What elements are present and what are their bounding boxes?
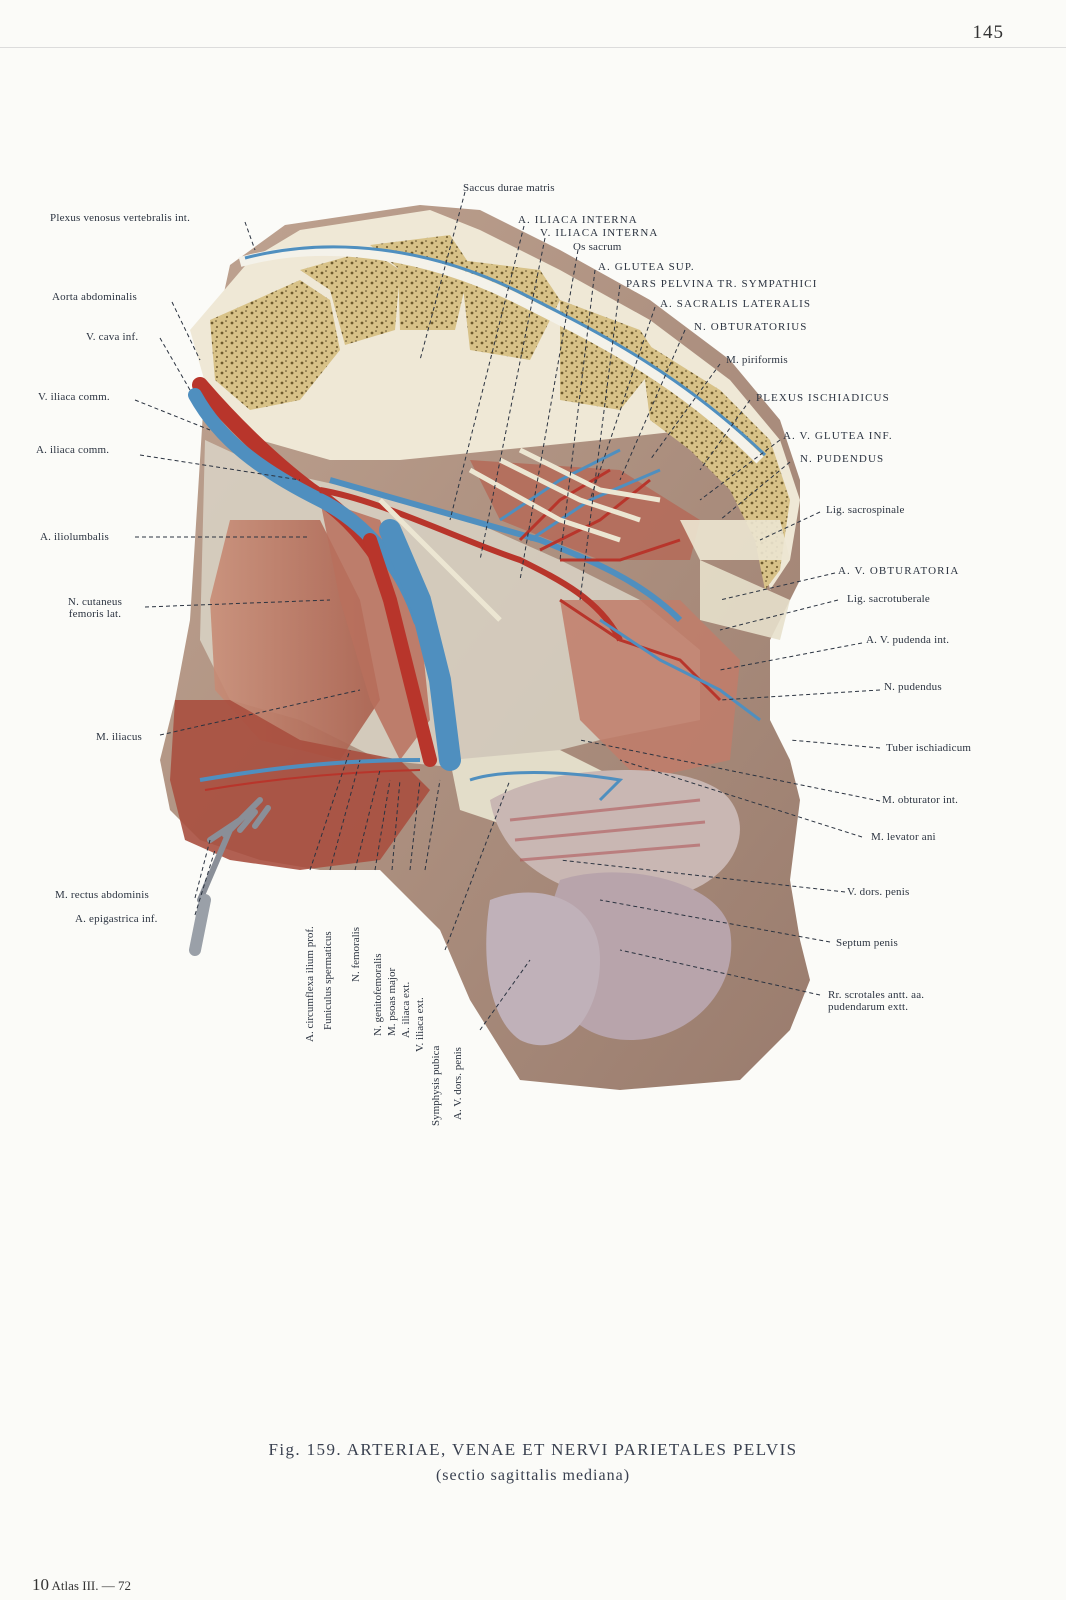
vertebral-bodies <box>210 235 660 410</box>
label-tuber-ischiadicum: Tuber ischiadicum <box>886 742 972 754</box>
label-a-v-pudenda-int: A. V. pudenda int. <box>866 634 950 646</box>
label-m-levator-ani: M. levator ani <box>871 831 936 843</box>
spinal-canal <box>238 245 764 464</box>
label-m-piriformis: M. piriformis <box>726 354 788 366</box>
epigastric-artery <box>204 769 421 791</box>
retractor <box>197 797 271 903</box>
ligament-sacrospinale <box>680 520 790 560</box>
label-symphysis-pubica: Symphysis pubica <box>430 1045 442 1126</box>
label-m-psoas-major: M. psoas major <box>386 967 398 1036</box>
label-m-obturator-int: M. obturator int. <box>882 794 959 806</box>
internal-iliac-vein <box>329 477 683 623</box>
dural-sac-vessel <box>244 245 767 457</box>
label-v-dors-penis: V. dors. penis <box>847 886 910 898</box>
leader-lines <box>134 191 881 1031</box>
label-a-iliaca-interna: A. ILIACA INTERNA <box>518 214 638 226</box>
label-a-iliolumbalis: A. iliolumbalis <box>40 531 109 543</box>
label-lig-sacrospinale: Lig. sacrospinale <box>826 504 905 516</box>
external-iliac-artery <box>363 533 437 767</box>
label-a-circumflexa: A. circumflexa ilium prof. <box>304 926 316 1042</box>
glans <box>486 892 600 1046</box>
label-a-glutea-sup: A. GLUTEA SUP. <box>598 261 695 273</box>
label-n-genitofemoralis: N. genitofemoralis <box>372 953 384 1036</box>
label-n-pudendus-caps: N. PUDENDUS <box>800 453 885 465</box>
label-n-pudendus: N. pudendus <box>884 681 942 693</box>
label-os-sacrum: Os sacrum <box>573 241 622 253</box>
label-n-obturatorius: N. OBTURATORIUS <box>694 321 808 333</box>
label-plexus-venosus: Plexus venosus vertebralis int. <box>50 212 191 224</box>
label-a-v-obturatoria: A. V. OBTURATORIA <box>838 565 960 577</box>
psoas-muscle <box>320 500 430 760</box>
label-n-cutaneus-femoris: N. cutaneus femoris lat. <box>67 596 123 620</box>
label-saccus-durae-matris: Saccus durae matris <box>463 182 555 194</box>
label-funiculus-spermaticus: Funiculus spermaticus <box>322 931 334 1030</box>
page-footer: 10 Atlas III. — 72 <box>32 1575 131 1595</box>
label-a-v-dors-penis: A. V. dors. penis <box>452 1047 464 1120</box>
footer-signature: 10 <box>32 1575 49 1594</box>
sacral-plexus-nerves <box>378 447 661 622</box>
label-plexus-ischiadicus: PLEXUS ISCHIADICUS <box>756 392 890 404</box>
obturator-muscle <box>560 600 740 780</box>
label-v-iliaca-interna: V. ILIACA INTERNA <box>540 227 659 239</box>
label-a-v-glutea-inf: A. V. GLUTEA INF. <box>783 430 893 442</box>
label-a-iliaca-ext: A. iliaca ext. <box>400 981 412 1038</box>
label-n-femoralis: N. femoralis <box>350 927 362 982</box>
label-a-epigastrica-inf: A. epigastrica inf. <box>75 913 158 925</box>
figure-caption-title: Fig. 159. ARTERIAE, VENAE ET NERVI PARIE… <box>268 1440 798 1459</box>
retractor-handle <box>189 894 211 956</box>
corpus-stripes <box>509 798 706 862</box>
label-septum-penis: Septum penis <box>836 937 898 949</box>
dorsal-penile-vessels <box>469 771 624 802</box>
label-a-sacralis-lateralis: A. SACRALIS LATERALIS <box>660 298 812 310</box>
label-rr-scrotales: Rr. scrotales antt. aa. pudendarum extt. <box>828 989 925 1013</box>
label-a-iliaca-comm: A. iliaca comm. <box>36 444 110 456</box>
epigastric-vessels <box>199 758 421 782</box>
label-m-rectus-abdominis: M. rectus abdominis <box>55 889 149 901</box>
ligament-sacrotuberale <box>700 560 790 640</box>
anatomical-illustration <box>134 191 881 1090</box>
pudendal-vessels <box>599 618 761 722</box>
label-v-cava-inf: V. cava inf. <box>86 331 139 343</box>
external-iliac-vein <box>379 519 461 771</box>
page-number: 145 <box>972 22 1004 43</box>
label-m-iliacus: M. iliacus <box>96 731 142 743</box>
label-lig-sacrotuberale: Lig. sacrotuberale <box>847 593 931 605</box>
top-rule <box>0 47 1066 48</box>
figure-caption-subtitle: (sectio sagittalis mediana) <box>435 1467 631 1484</box>
footer-text: Atlas III. — 72 <box>51 1578 131 1593</box>
internal-iliac-artery <box>319 487 623 642</box>
label-aorta-abdominalis: Aorta abdominalis <box>52 291 137 303</box>
label-v-iliaca-ext: V. iliaca ext. <box>414 997 426 1052</box>
label-v-iliaca-comm: V. iliaca comm. <box>38 391 110 403</box>
label-pars-pelvina: PARS PELVINA TR. SYMPATHICI <box>626 278 818 290</box>
